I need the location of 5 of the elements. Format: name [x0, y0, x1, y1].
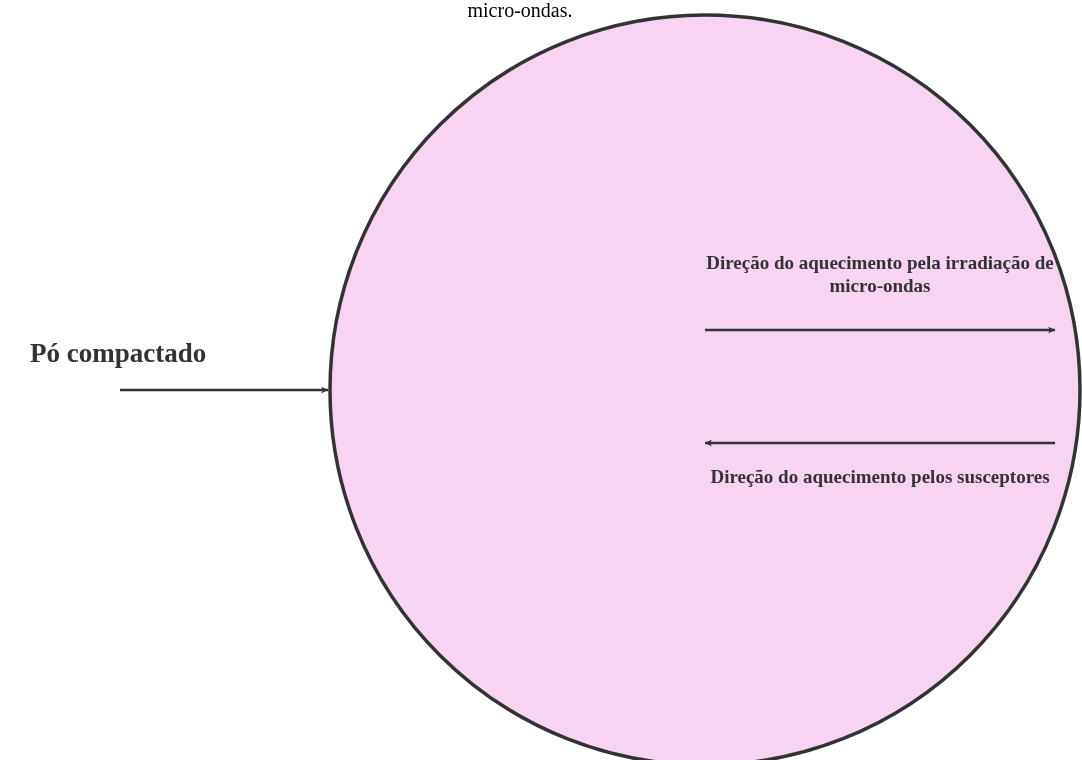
direction-label: Direção do aquecimento pela irradiação de micro-ondas — [705, 252, 1055, 298]
caption-fragment: micro-ondas. — [466, 0, 574, 22]
arrow — [120, 386, 328, 394]
direction-label: Direção do aquecimento pelos susceptores — [709, 466, 1051, 489]
node-label: Pó compactado — [30, 338, 250, 369]
